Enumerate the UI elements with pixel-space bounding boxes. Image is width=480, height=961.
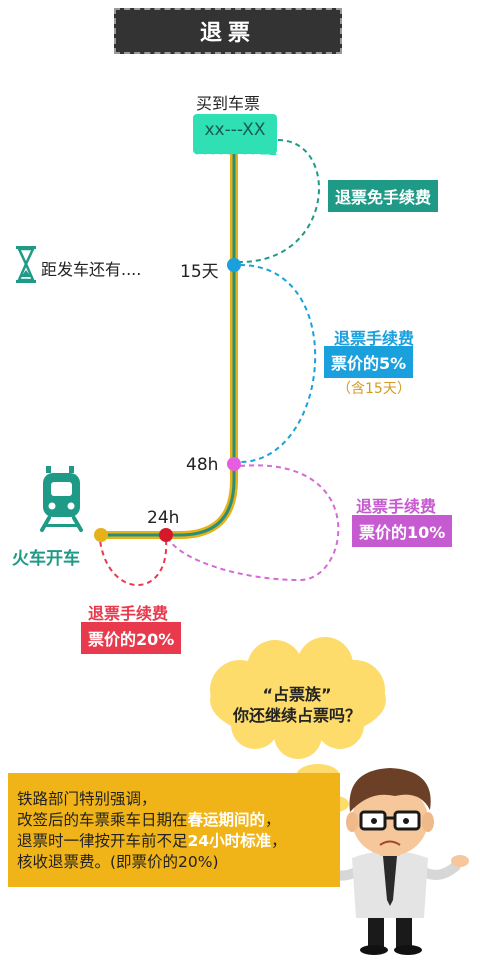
hourglass-icon (16, 246, 36, 283)
point-label-24h: 24h (147, 508, 180, 528)
ticket-text: xx---XX (204, 120, 266, 140)
tier-20-title: 退票手续费 (88, 604, 169, 623)
notice-line-2-end: ， (265, 811, 281, 829)
ten-percent-curve (167, 464, 340, 582)
ticket-icon (193, 114, 277, 155)
point-24h (159, 528, 173, 542)
bubble-line-1: “占票族” (262, 685, 332, 704)
notice-line-4: 核收退票费。(即票价的20%) (17, 853, 219, 871)
tier-10-title: 退票手续费 (356, 497, 437, 516)
tier-20-rate-badge: 票价的20% (81, 622, 182, 654)
countdown-label: 距发车还有.... (41, 260, 142, 279)
point-label-48h: 48h (186, 455, 219, 475)
notice-line-2: 改签后的车票乘车日期在春运期间的， (17, 810, 332, 831)
thought-bubble (210, 637, 386, 812)
five-percent-curve (239, 264, 316, 463)
notice-box: 铁路部门特别强调， 改签后的车票乘车日期在春运期间的， 退票时一律按开车前不足2… (8, 773, 340, 887)
departure-label: 火车开车 (12, 549, 80, 569)
notice-line-3-text: 退票时一律按开车前不足 (17, 832, 188, 850)
page-title: 退票 (114, 8, 342, 54)
notice-line-3-end: ， (271, 832, 287, 850)
notice-highlight-spring: 春运期间的 (187, 811, 266, 829)
notice-line-1: 铁路部门特别强调， (17, 790, 157, 808)
main-track-outer (100, 150, 238, 539)
tier-5-note: （含15天） (337, 381, 411, 397)
notice-line-3: 退票时一律按开车前不足24小时标准， (17, 831, 332, 852)
train-icon (40, 466, 83, 532)
point-15-days (227, 258, 241, 272)
tier-5-title: 退票手续费 (334, 329, 415, 348)
twenty-percent-curve (99, 539, 168, 586)
notice-line-2-text: 改签后的车票乘车日期在 (17, 811, 188, 829)
tier-5-rate-badge: 票价的5% (324, 346, 414, 378)
tier-10-rate-badge: 票价的10% (352, 515, 453, 547)
purchase-label: 买到车票 (196, 94, 261, 113)
notice-highlight-24h: 24小时标准 (187, 832, 272, 850)
bubble-text: “占票族” 你还继续占票吗？ (222, 684, 372, 726)
bubble-line-2: 你还继续占票吗？ (232, 706, 361, 725)
main-track-inner (100, 150, 236, 537)
point-label-15-days: 15天 (180, 262, 219, 282)
point-48h (227, 457, 241, 471)
point-departure (94, 528, 108, 542)
free-refund-badge: 退票免手续费 (328, 180, 439, 212)
free-period-curve (239, 139, 320, 263)
